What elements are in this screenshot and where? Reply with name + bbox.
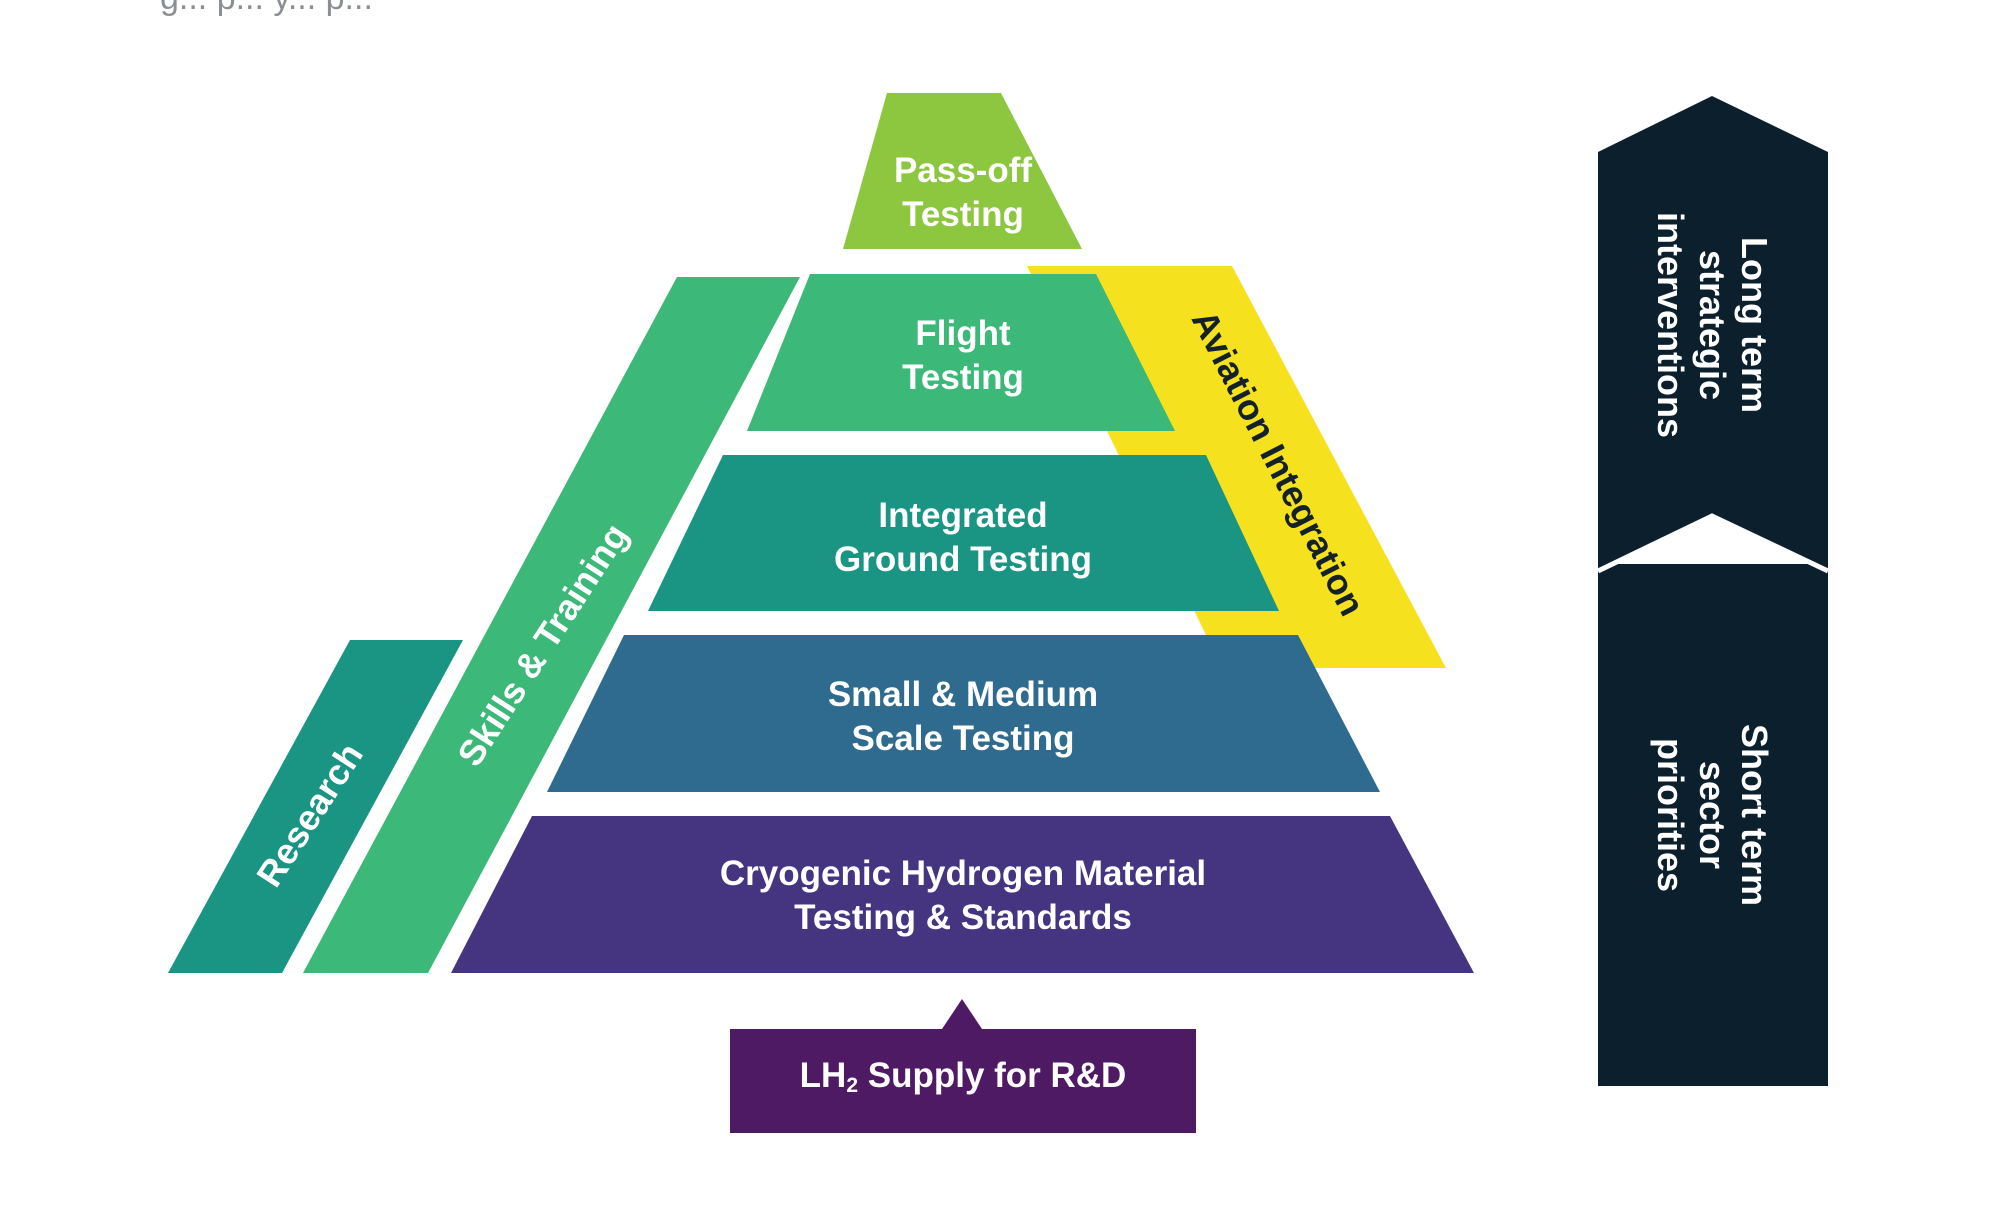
research-band (168, 640, 463, 973)
lh2-supply-label: LH2 Supply for R&D (799, 1055, 1127, 1098)
priority-arrow (1598, 564, 1828, 1086)
pass-off-testing-tier (843, 93, 1082, 249)
flight-testing-tier (747, 274, 1175, 431)
lh2-supply-box (730, 999, 1196, 1133)
long-term-chevron (1598, 96, 1828, 571)
cropped-heading-text: g... p... y... p... (160, 0, 373, 18)
integrated-ground-testing-tier (648, 455, 1279, 611)
chevron-divider (1596, 513, 1830, 574)
skills-training-band (303, 277, 800, 973)
cryogenic-material-testing-tier (451, 816, 1474, 973)
lh2-subscript: 2 (846, 1074, 859, 1098)
small-medium-scale-testing-tier (547, 635, 1380, 792)
